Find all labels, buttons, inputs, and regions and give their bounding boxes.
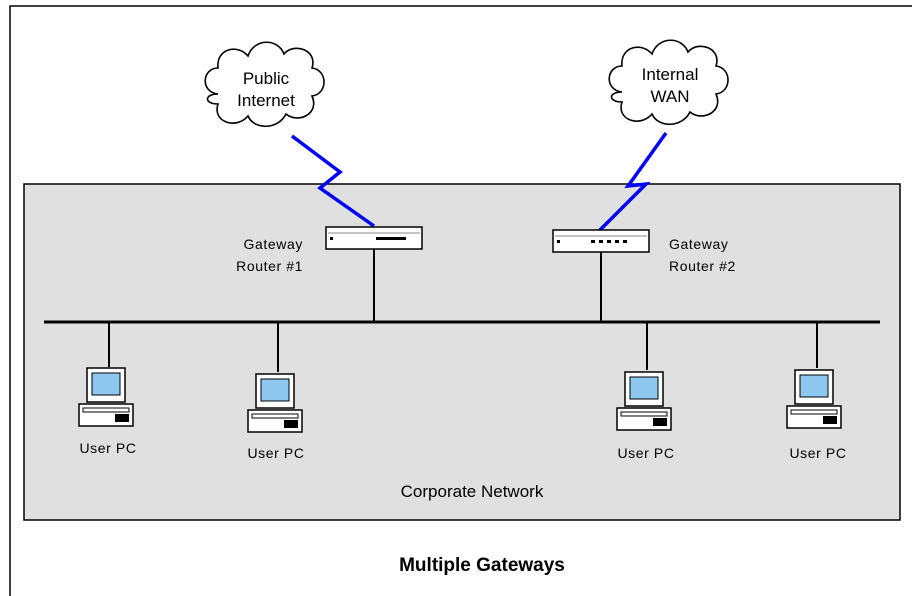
user-pc-2-icon — [247, 373, 303, 433]
diagram-caption: Multiple Gateways — [399, 555, 565, 576]
cloud-label-line1: Internal — [642, 65, 699, 84]
cloud-label-line1: Public — [243, 69, 290, 88]
router-1-label-line1: Gateway — [244, 236, 303, 252]
cloud-label-line2: Internet — [237, 91, 295, 110]
user-pc-2-label: User PC — [247, 445, 304, 461]
internal-wan-link — [596, 131, 668, 234]
user-pc-1-label: User PC — [79, 440, 136, 456]
public-internet-link — [290, 134, 376, 228]
gateway-router-1-icon — [325, 226, 423, 250]
user-pc-4-icon — [786, 369, 842, 429]
router-2-label-line2: Router #2 — [669, 258, 736, 274]
outer-frame — [9, 5, 912, 596]
gateway-router-2-icon — [552, 229, 650, 253]
cloud-label-line2: WAN — [650, 87, 689, 106]
user-pc-1-icon — [78, 367, 134, 427]
user-pc-4-label: User PC — [789, 445, 846, 461]
user-pc-3-icon — [616, 371, 672, 431]
router-2-label-line1: Gateway — [669, 236, 728, 252]
router-1-label-line2: Router #1 — [236, 258, 303, 274]
user-pc-3-label: User PC — [617, 445, 674, 461]
corporate-network-box — [23, 183, 901, 521]
public-internet-cloud: Public Internet — [204, 41, 325, 128]
corporate-network-label: Corporate Network — [401, 482, 544, 501]
internal-wan-cloud: Internal WAN — [608, 39, 729, 126]
